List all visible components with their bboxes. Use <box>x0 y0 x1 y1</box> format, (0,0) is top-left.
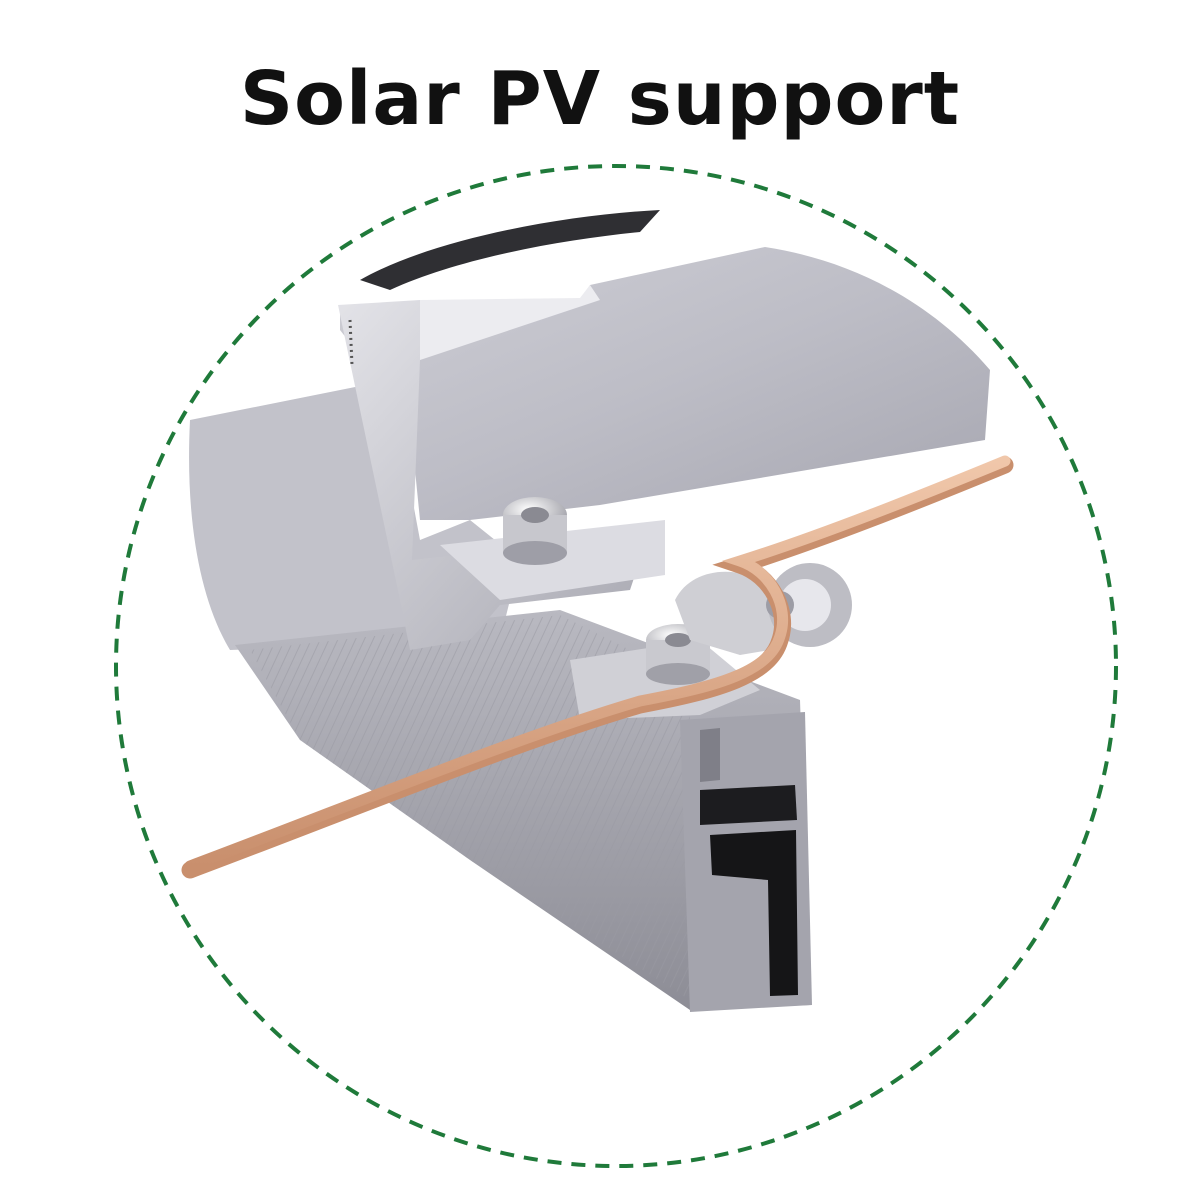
copper-ground-wire <box>181 455 1014 879</box>
rail-profile <box>680 712 812 1012</box>
panel-glass-edge <box>360 210 660 290</box>
page-title: Solar PV support <box>239 56 961 142</box>
grounding-lug <box>675 563 852 655</box>
grounding-bolt <box>646 624 710 685</box>
end-clamp <box>338 285 665 650</box>
solar-panel-frame <box>340 247 990 520</box>
dashed-circle-frame <box>114 164 1118 1168</box>
clamp-bolt <box>503 497 567 565</box>
